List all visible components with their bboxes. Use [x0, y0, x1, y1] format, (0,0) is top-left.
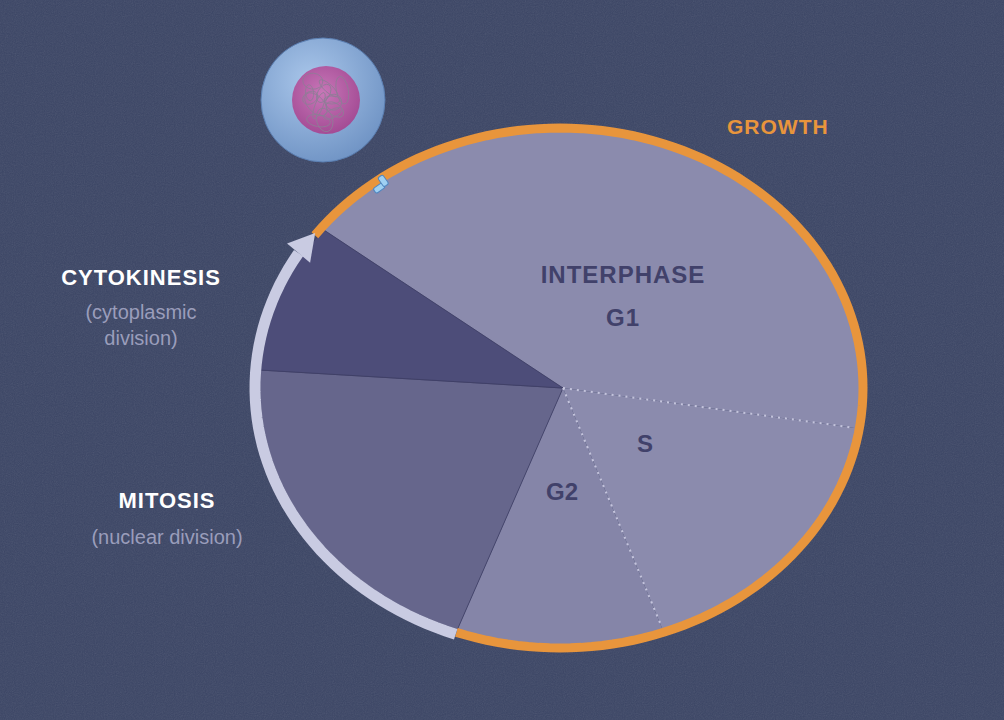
chromatin-strand: [322, 105, 343, 121]
arc-label: GROWTH: [727, 115, 829, 139]
chromatin-strand: [305, 84, 315, 101]
interphase-g1-sector: INTERPHASE G1: [493, 259, 753, 333]
nucleus: [292, 66, 360, 134]
cell-membrane: [261, 38, 385, 162]
g2-phase-sector: G2: [520, 476, 604, 507]
phase-divider: [563, 388, 852, 428]
cycle-pie: [260, 131, 860, 645]
mitosis-sector: MITOSIS (nuclear division): [36, 487, 298, 550]
phase-name: CYTOKINESIS: [12, 264, 270, 293]
mitosis-sector: [260, 370, 563, 629]
phase-name: S: [615, 428, 675, 459]
growth-arc: [315, 128, 863, 648]
s-phase-sector: S: [615, 428, 675, 459]
chromatin: [300, 72, 351, 133]
cycle-arcs: [255, 128, 863, 648]
phase-name: INTERPHASE: [493, 259, 753, 290]
chromatin-strand: [323, 92, 344, 113]
chromatin-strand: [334, 75, 351, 105]
phase-description: (nuclear division): [36, 524, 298, 550]
centriole: [369, 175, 389, 194]
phase-description: (cytoplasmic division): [54, 299, 229, 351]
phase-name: MITOSIS: [36, 487, 298, 516]
chromatin-strand: [300, 88, 320, 107]
chromatin-strand: [313, 82, 334, 105]
arrowhead: [287, 233, 315, 263]
chromatin-strand: [300, 89, 331, 120]
division-arrow-arc: [255, 253, 456, 634]
phase-divider: [563, 388, 661, 626]
cytokinesis-sector: [261, 230, 563, 388]
cell-illustration: [261, 38, 389, 194]
phase-name: G2: [520, 476, 604, 507]
cytokinesis-sector: CYTOKINESIS (cytoplasmic division): [12, 264, 270, 351]
phase-description: G1: [493, 302, 753, 333]
